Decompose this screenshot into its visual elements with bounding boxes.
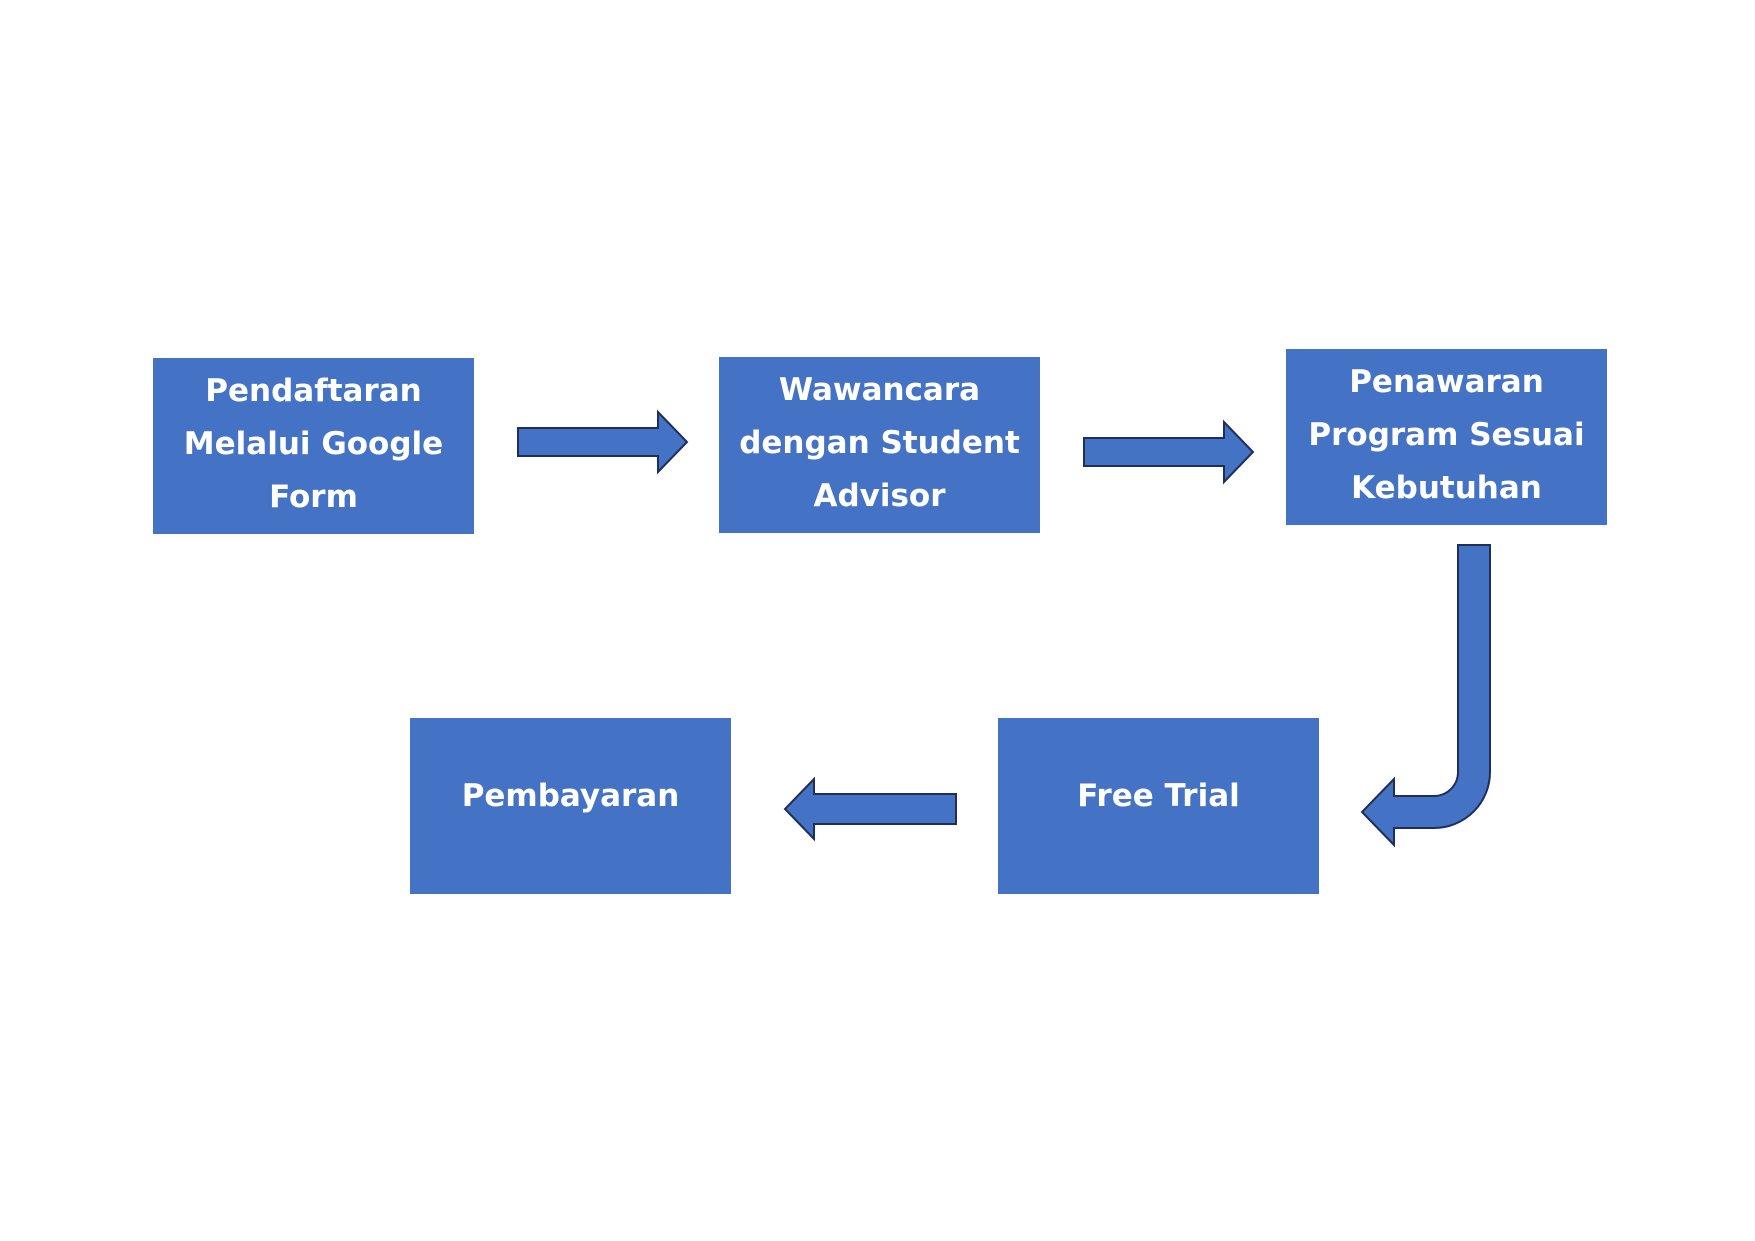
step-label-line: Wawancara — [778, 371, 981, 408]
step-label-line: Advisor — [813, 477, 946, 514]
step-label-line: Kebutuhan — [1351, 469, 1542, 506]
arrow-right-step2-to-step3 — [1083, 419, 1255, 485]
arrow-left-step4-to-step5 — [783, 776, 957, 842]
arrow-right-step1-to-step2 — [517, 409, 689, 475]
step-label: Pembayaran — [461, 778, 680, 814]
step-label: Free Trial — [1077, 778, 1240, 814]
step-box-free-trial: Free Trial — [998, 718, 1319, 894]
step-box-wawancara: Wawancara dengan Student Advisor — [719, 357, 1040, 533]
step-label-line: Program Sesuai — [1308, 416, 1585, 453]
arrow-bent-step3-to-step4 — [1360, 544, 1491, 848]
step-label-line: Melalui Google — [183, 425, 444, 462]
step-box-pendaftaran: Pendaftaran Melalui Google Form — [153, 358, 474, 534]
step-box-pembayaran: Pembayaran — [410, 718, 731, 894]
step-label-line: dengan Student — [739, 424, 1020, 461]
step-label-line: Pendaftaran — [205, 372, 422, 409]
step-label-line: Form — [269, 478, 358, 515]
step-box-penawaran: Penawaran Program Sesuai Kebutuhan — [1286, 349, 1607, 525]
step-label-line: Penawaran — [1349, 363, 1544, 400]
